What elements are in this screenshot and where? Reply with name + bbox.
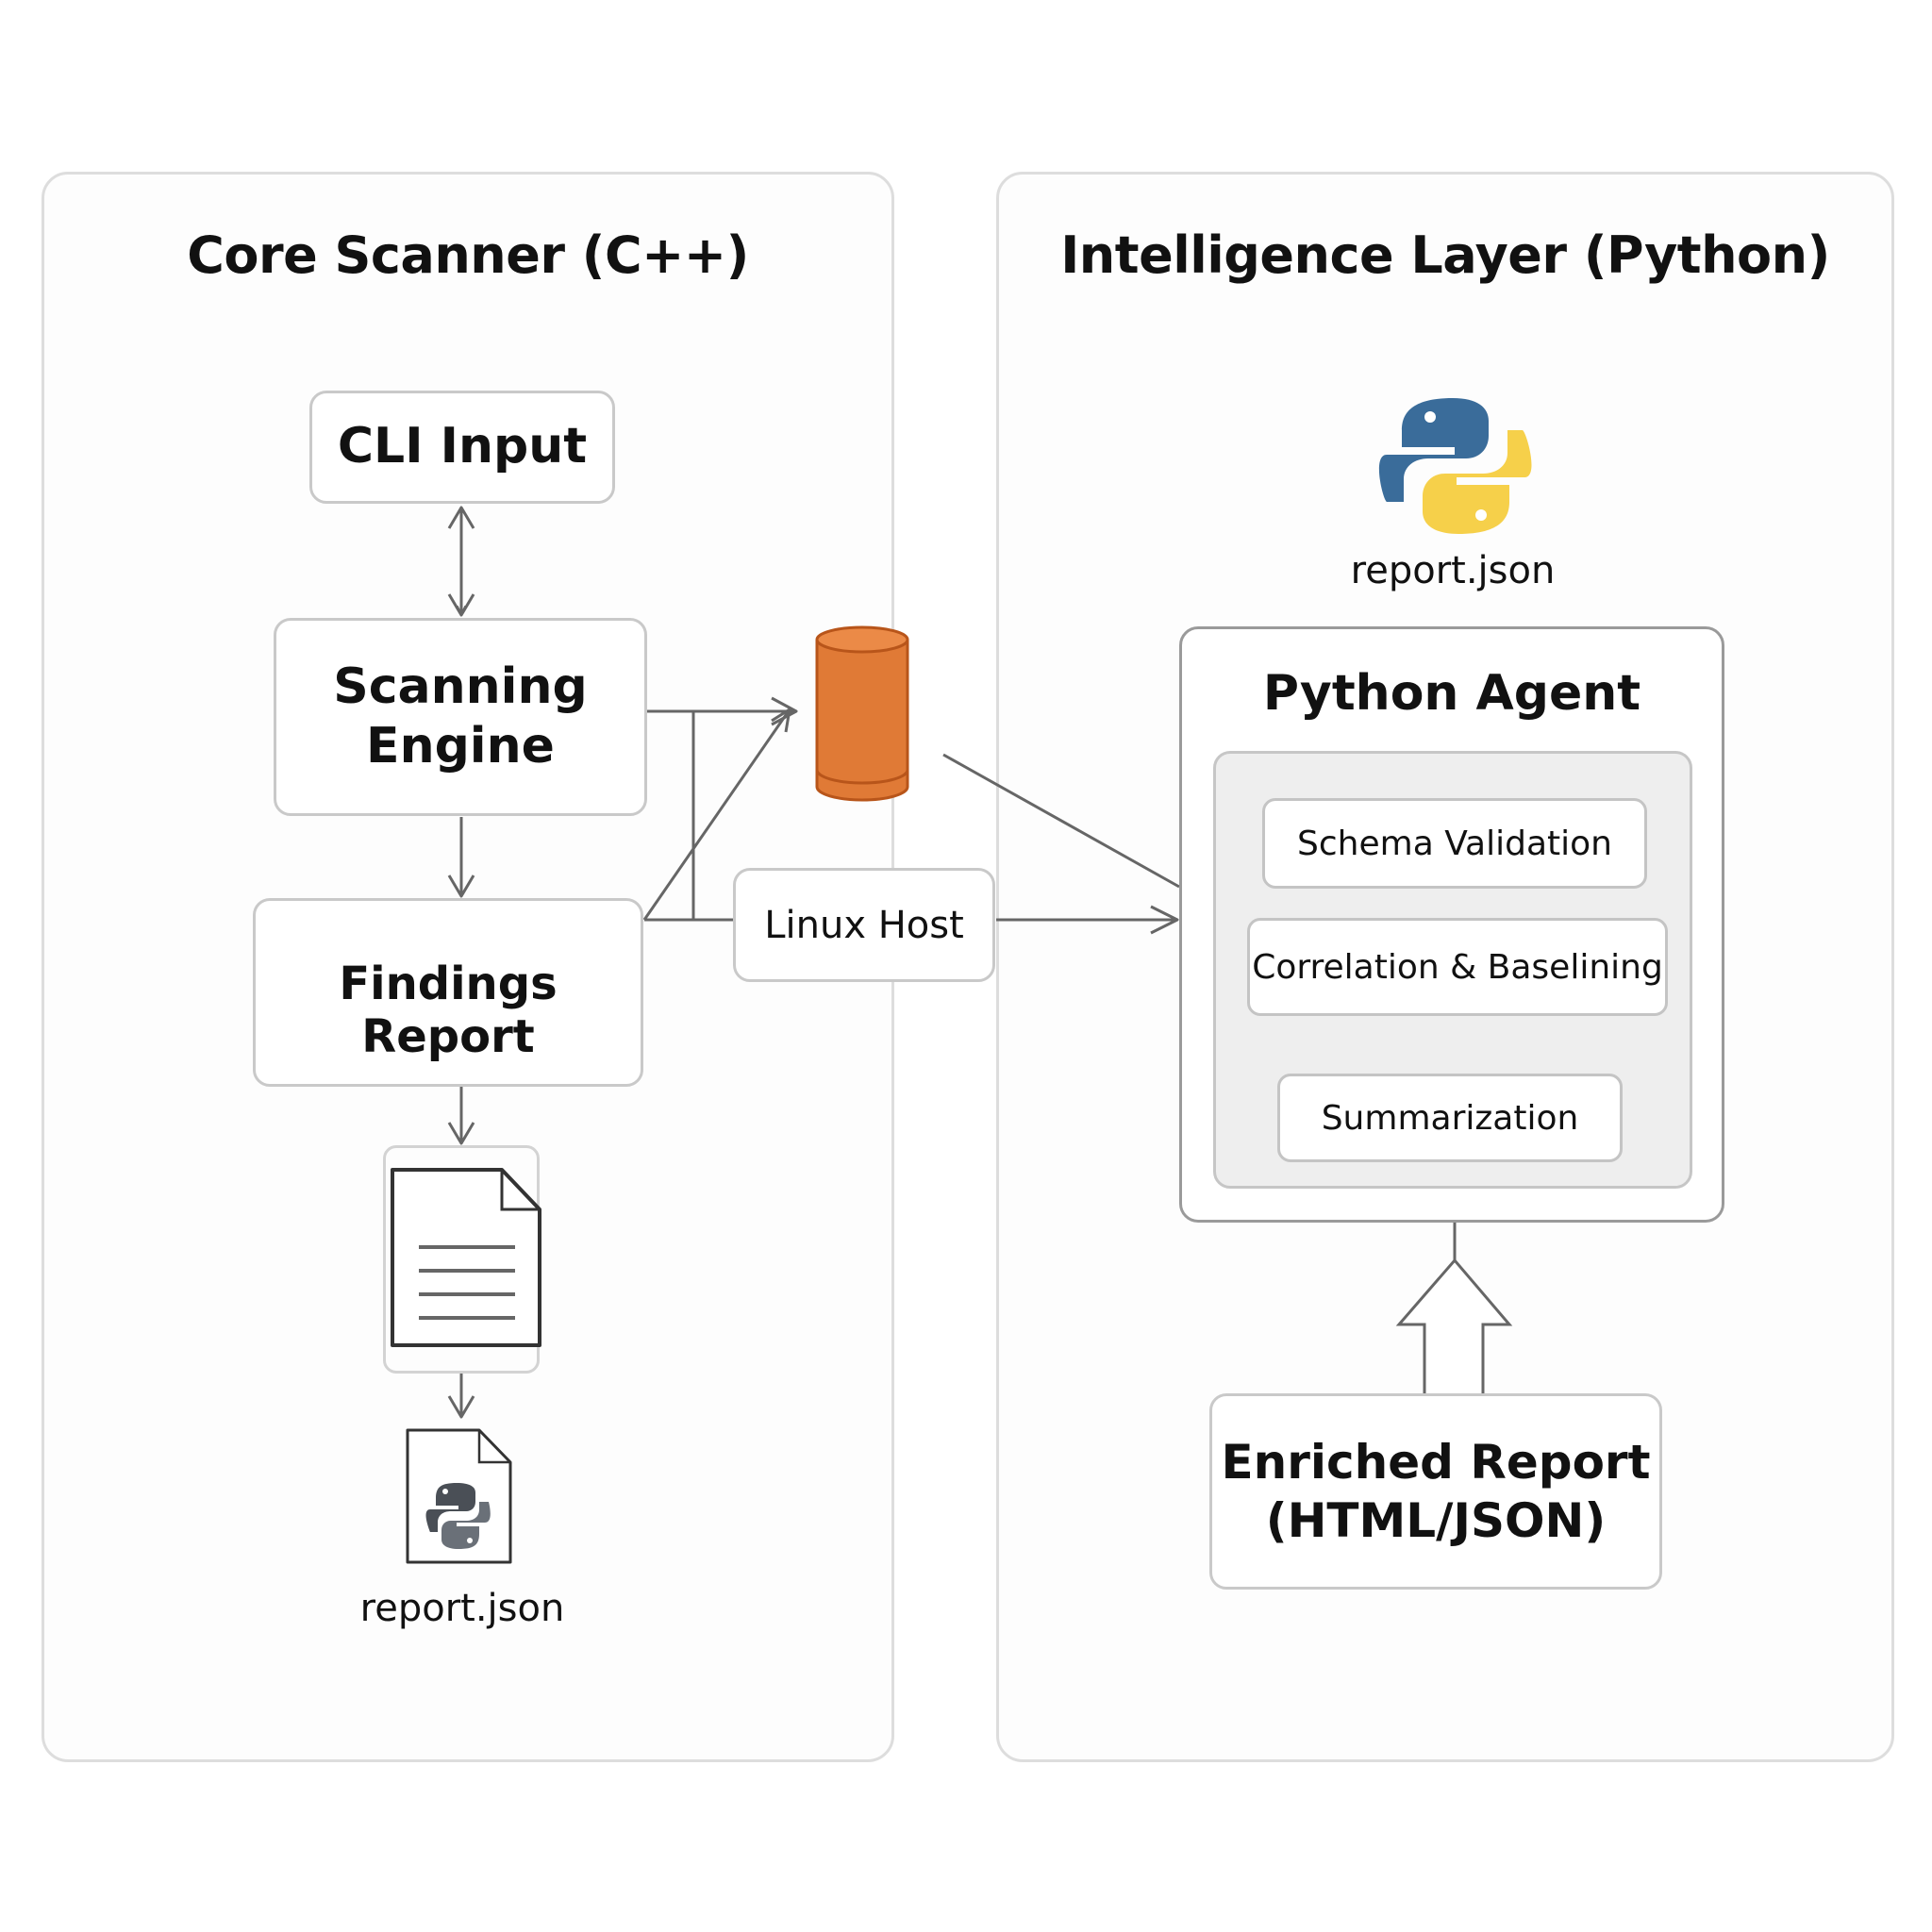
enriched-report-label: Enriched Report (HTML/JSON): [1221, 1434, 1651, 1549]
line-db-agent: [942, 753, 1180, 889]
arrowhead-findings-db: [771, 708, 791, 733]
arrowhead-findings-down: [447, 874, 475, 898]
python-agent-title: Python Agent: [1262, 665, 1641, 722]
summarization-step: Summarization: [1277, 1074, 1623, 1162]
scanning-engine-box: Scanning Engine: [274, 618, 647, 816]
arrowhead-agent-right: [1150, 905, 1179, 935]
arrowhead-json-down: [447, 1395, 475, 1419]
arrowhead-doc-down: [447, 1122, 475, 1145]
findings-report-label: Findings Report: [339, 958, 558, 1063]
arrowhead-engine-down: [447, 593, 475, 617]
right-report-json-label: report.json: [1350, 549, 1556, 592]
arrowhead-db-right: [771, 696, 798, 726]
correlation-baselining-step: Correlation & Baselining: [1247, 918, 1668, 1016]
core-scanner-title: Core Scanner (C++): [187, 225, 749, 285]
arrow-findings-db: [642, 711, 790, 921]
summarization-label: Summarization: [1321, 1098, 1579, 1138]
arrowhead-cli-up: [447, 506, 475, 529]
scanning-engine-label: Scanning Engine: [333, 658, 588, 774]
findings-report-box: Findings Report: [253, 898, 643, 1087]
correlation-baselining-label: Correlation & Baselining: [1252, 947, 1663, 987]
schema-validation-label: Schema Validation: [1297, 824, 1612, 863]
left-report-json-label: report.json: [359, 1587, 565, 1630]
linux-host-box: Linux Host: [733, 868, 995, 982]
cli-input-label: CLI Input: [337, 418, 588, 475]
intelligence-layer-title: Intelligence Layer (Python): [1060, 225, 1830, 285]
linux-host-label: Linux Host: [764, 903, 964, 947]
cli-input-box: CLI Input: [309, 391, 615, 504]
python-small-logo: [425, 1483, 491, 1549]
enriched-report-box: Enriched Report (HTML/JSON): [1209, 1393, 1662, 1590]
schema-validation-step: Schema Validation: [1262, 798, 1647, 889]
